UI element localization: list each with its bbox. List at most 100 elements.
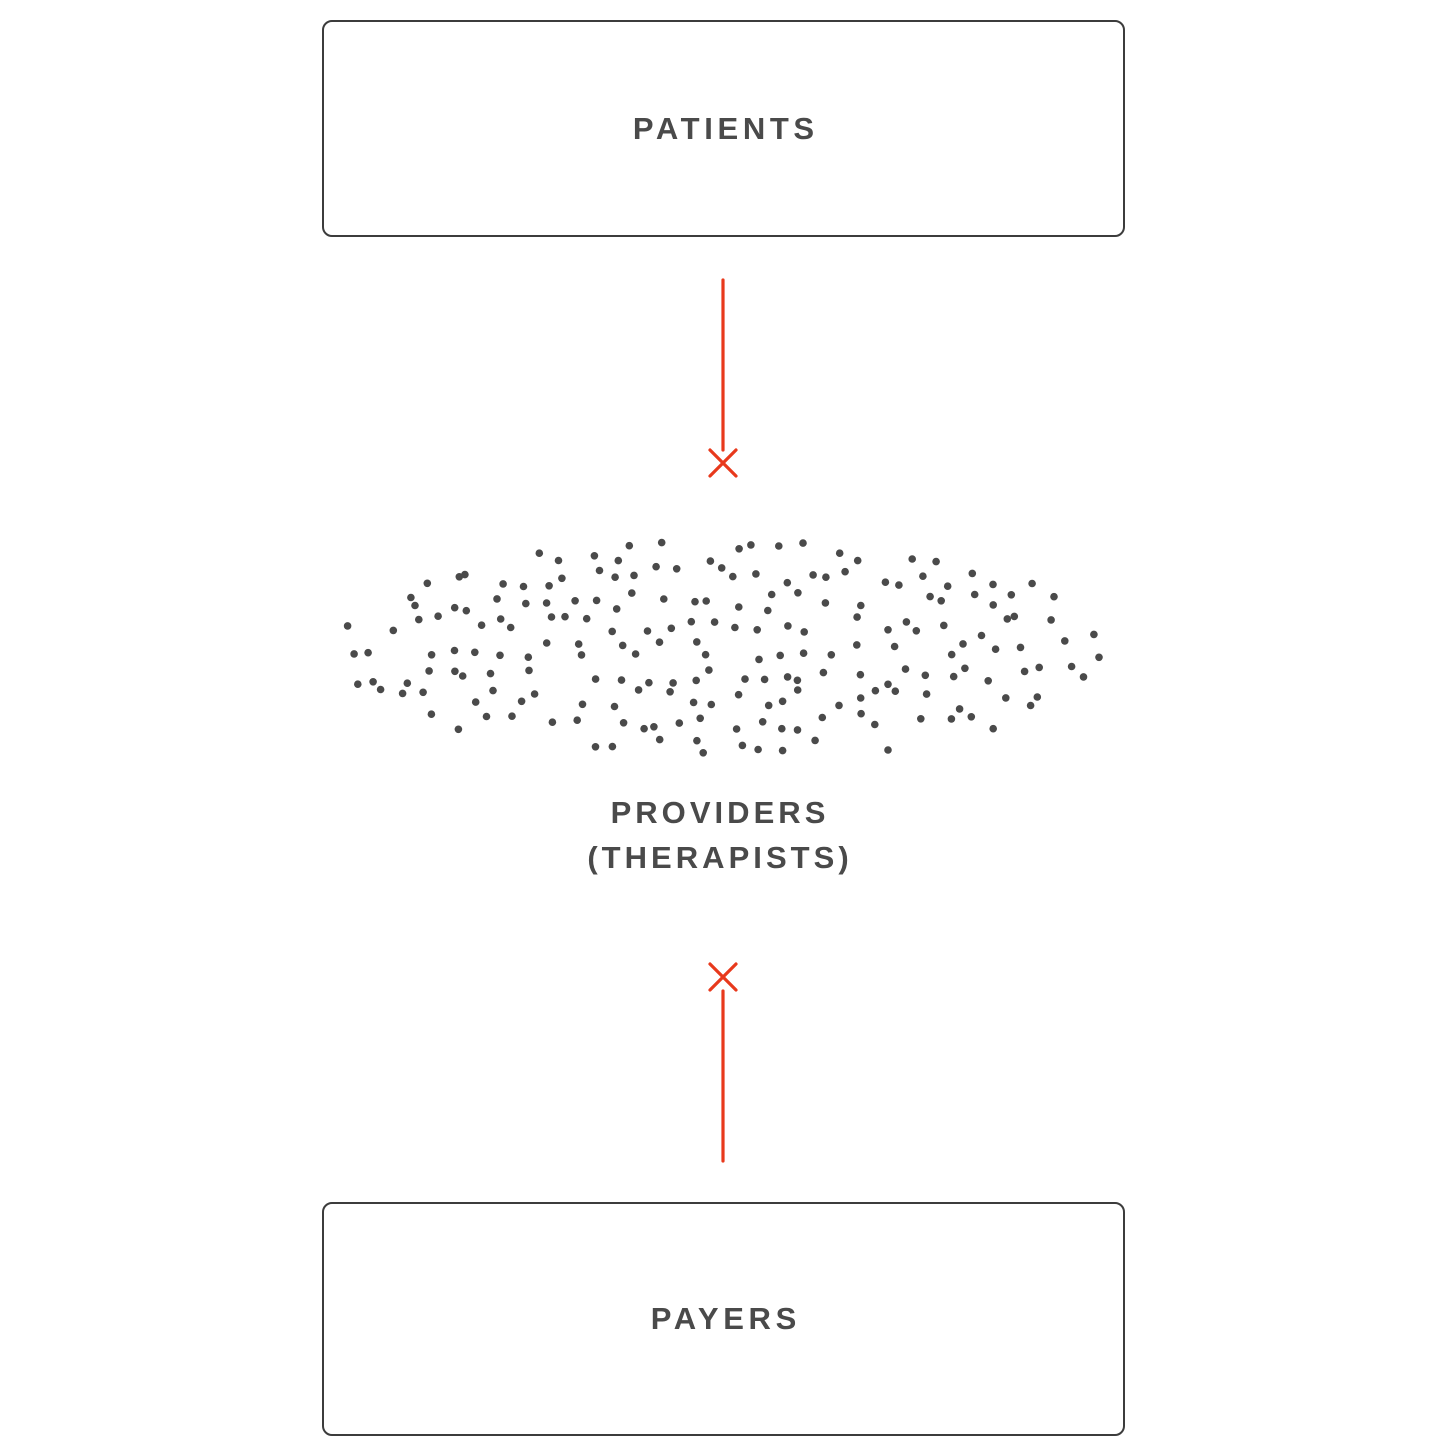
provider-dot — [819, 668, 828, 677]
provider-dot — [891, 687, 900, 695]
provider-dot — [574, 640, 583, 648]
provider-dot — [764, 606, 772, 615]
provider-dot — [835, 549, 844, 557]
provider-dot — [631, 650, 640, 658]
provider-dot — [462, 606, 471, 615]
provider-dot — [571, 597, 579, 605]
provider-dot — [717, 564, 726, 572]
provider-dot — [519, 582, 528, 591]
provider-dot — [783, 673, 792, 681]
provider-dot — [419, 688, 427, 697]
providers-label-line2: (THERAPISTS) — [587, 840, 853, 875]
provider-dot — [525, 666, 533, 675]
provider-dot — [884, 626, 892, 634]
provider-dot — [989, 601, 997, 609]
provider-dot — [645, 678, 653, 687]
provider-dot — [628, 589, 636, 597]
providers-label: PROVIDERS (THERAPISTS) — [0, 790, 1440, 880]
provider-dot — [640, 724, 648, 733]
provider-dot — [822, 573, 830, 581]
payers-box: PAYERS — [322, 1202, 1125, 1436]
provider-dot — [614, 556, 623, 565]
provider-dot — [783, 578, 792, 587]
provider-dot — [699, 749, 707, 757]
provider-dot — [793, 726, 802, 734]
provider-dot — [1026, 701, 1035, 710]
provider-dot — [506, 623, 515, 632]
provider-dot — [427, 651, 436, 659]
provider-dot — [434, 612, 442, 620]
provider-dot — [461, 570, 469, 579]
provider-dot — [454, 725, 463, 734]
provider-dot — [643, 627, 652, 635]
provider-dot — [738, 741, 747, 750]
provider-dot — [675, 719, 684, 727]
provider-dot — [618, 641, 627, 650]
provider-dot — [477, 621, 486, 629]
provider-dot — [1079, 673, 1088, 681]
provider-dot — [450, 603, 459, 612]
provider-dot — [811, 736, 819, 745]
provider-dot — [364, 648, 372, 657]
provider-dot — [967, 713, 976, 721]
provider-dot — [667, 624, 676, 633]
provider-dot — [926, 592, 934, 601]
provider-dot — [881, 578, 890, 586]
provider-dot — [1033, 693, 1042, 701]
provider-dot — [669, 679, 677, 687]
provider-dot — [784, 622, 792, 630]
provider-dot — [425, 667, 433, 675]
provider-dot — [731, 623, 739, 632]
provider-dot — [776, 651, 784, 660]
provider-dot — [856, 694, 865, 702]
provider-dot — [522, 599, 530, 608]
provider-dot — [989, 580, 997, 589]
provider-dot — [968, 569, 977, 578]
provider-dot — [778, 724, 786, 733]
provider-dot — [617, 676, 626, 684]
provider-dot — [573, 716, 581, 724]
provider-dot — [542, 599, 551, 607]
provider-dot — [499, 580, 507, 588]
provider-dot — [908, 555, 916, 563]
patients-to-providers-blocked-arrow — [708, 278, 738, 478]
provider-dot — [755, 655, 763, 664]
provider-dot — [455, 573, 464, 581]
provider-dot — [932, 557, 940, 566]
provider-dot — [577, 651, 586, 659]
provider-dot — [407, 593, 415, 602]
provider-dot — [1010, 612, 1019, 621]
provider-dot — [548, 718, 557, 726]
provider-dot — [471, 648, 479, 657]
provider-dot — [590, 552, 599, 560]
provider-dot — [871, 720, 879, 729]
provider-dot — [955, 705, 964, 713]
provider-dot — [634, 686, 643, 694]
provider-dot — [919, 572, 927, 580]
provider-dot — [611, 573, 619, 581]
provider-dot — [809, 571, 817, 579]
provider-dot — [625, 541, 634, 550]
provider-dot — [799, 649, 808, 657]
provider-dot — [508, 712, 516, 720]
provider-dot — [1050, 592, 1058, 601]
provider-dot — [989, 724, 997, 733]
provider-dot — [775, 542, 783, 550]
provider-dot — [793, 686, 802, 694]
provider-dot — [752, 570, 760, 578]
provider-dot — [902, 618, 911, 626]
providers-label-line1: PROVIDERS — [610, 795, 830, 830]
provider-dot — [1067, 662, 1076, 671]
provider-dot — [482, 712, 491, 721]
provider-dot — [760, 675, 769, 684]
provider-dot — [619, 719, 628, 727]
provider-dot — [818, 713, 827, 722]
provider-dot — [1007, 591, 1016, 599]
provider-dot — [486, 669, 495, 678]
provider-dot — [451, 667, 459, 676]
provider-dot — [947, 650, 956, 659]
provider-dot — [591, 675, 600, 683]
provider-dot — [884, 746, 892, 754]
provider-dot — [578, 700, 587, 709]
provider-dot — [940, 621, 948, 630]
